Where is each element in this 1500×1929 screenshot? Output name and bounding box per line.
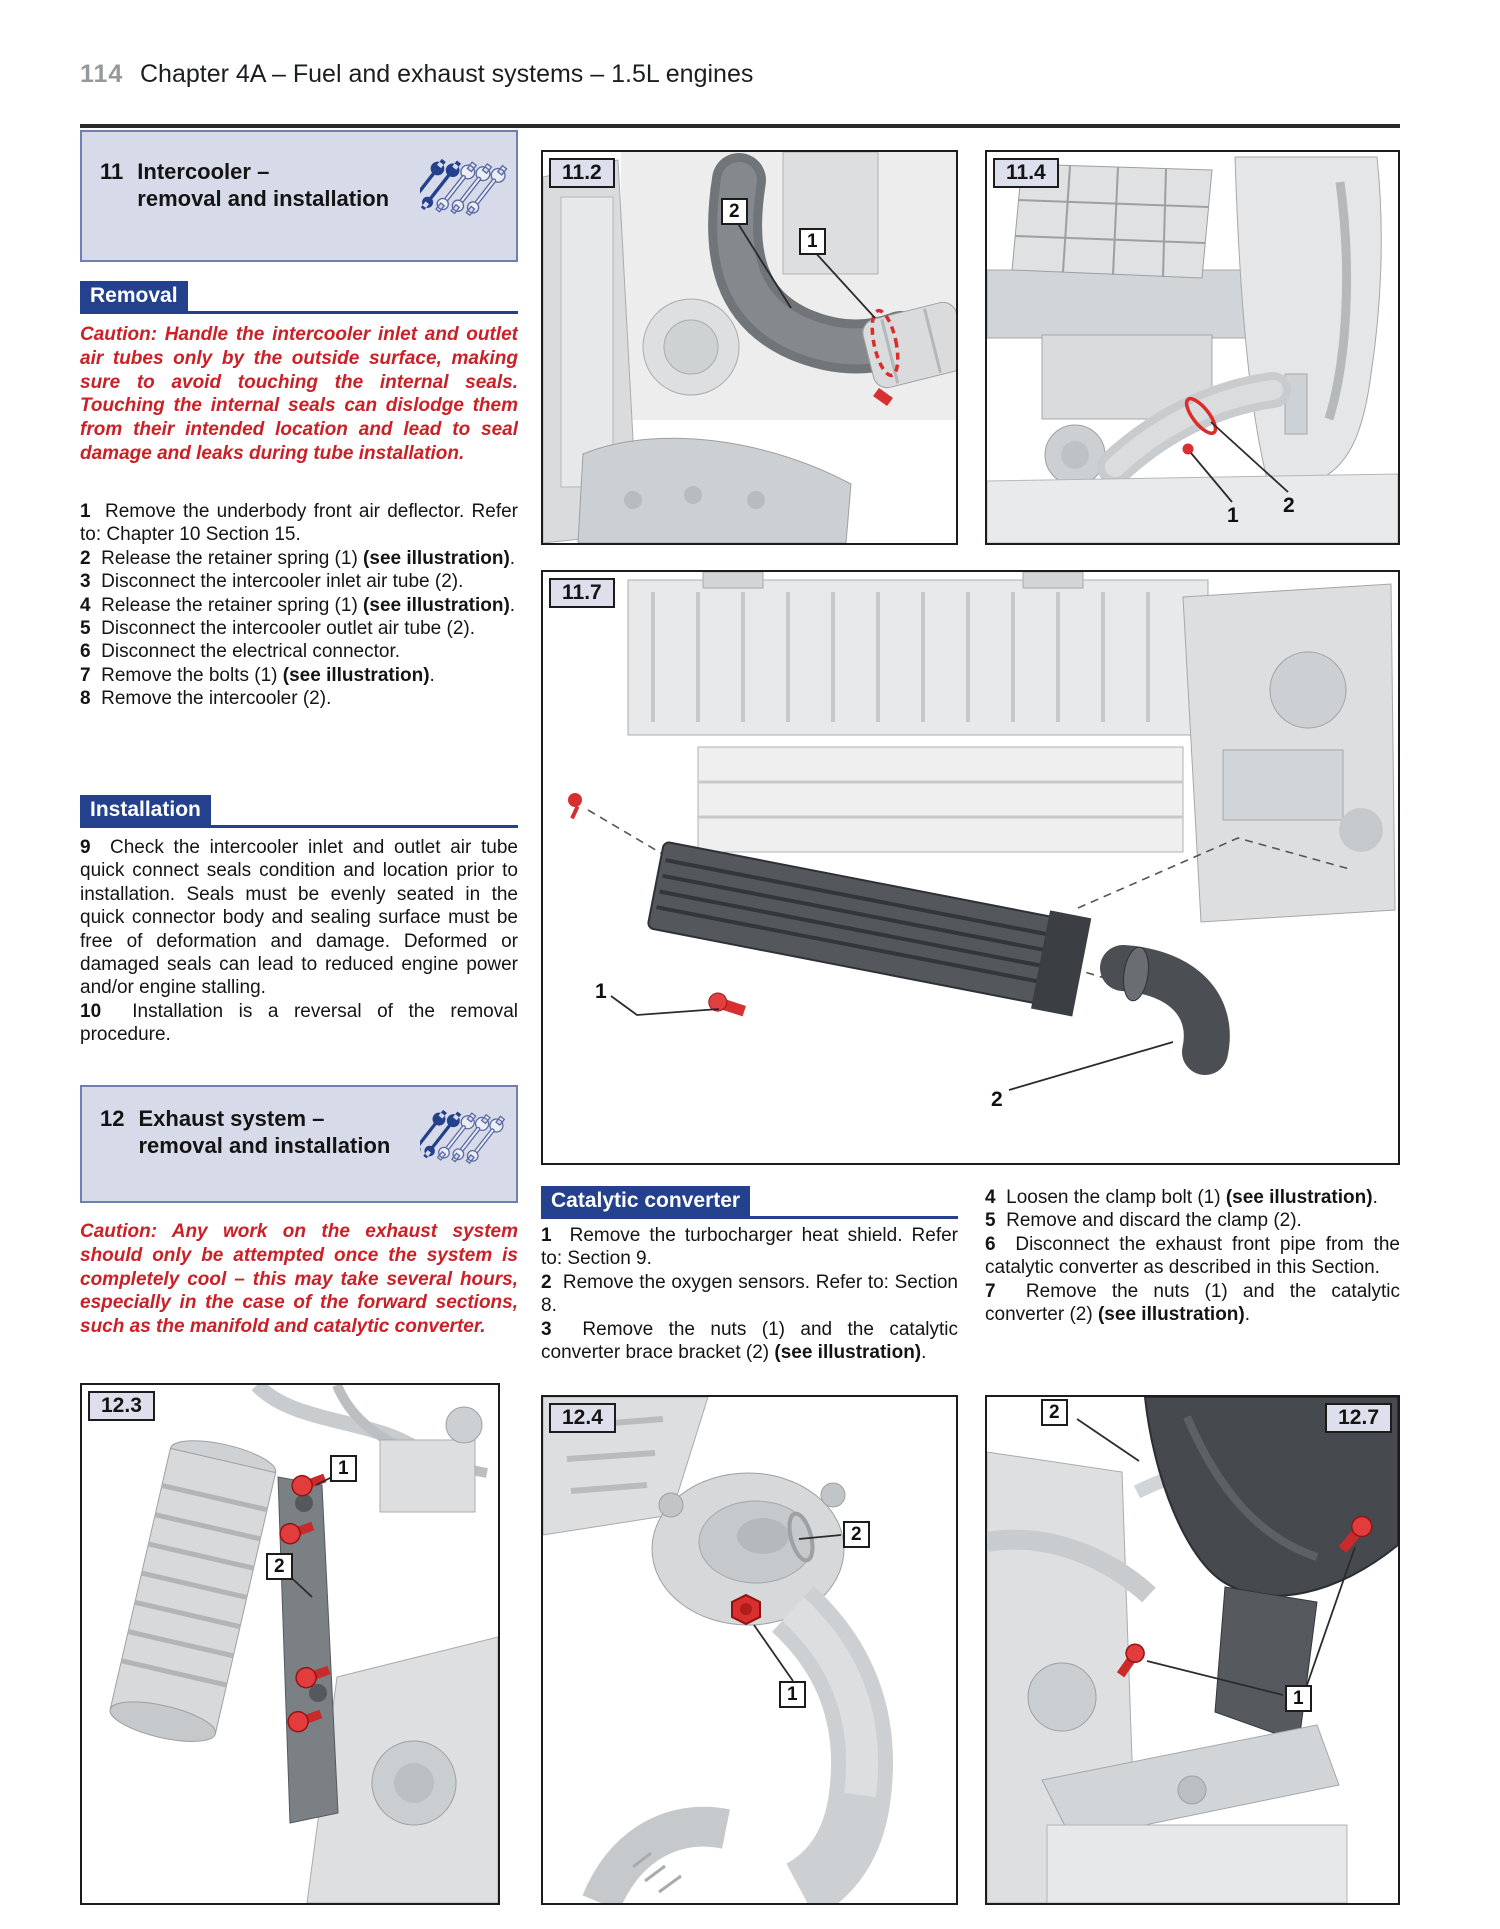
step-10: 10 Installation is a reversal of the rem… <box>80 1000 518 1046</box>
figure-11-2-art <box>543 152 956 543</box>
section-11-header-box: 11 Intercooler – removal and installatio… <box>80 130 518 262</box>
removal-heading-label: Removal <box>80 281 188 311</box>
step-9: 9 Check the intercooler inlet and outlet… <box>80 837 518 999</box>
figure-callout-2: 2 <box>1283 494 1295 517</box>
figure-callout-2: 2 <box>1041 1399 1068 1426</box>
figure-callout-2: 2 <box>721 198 748 225</box>
section-12-header-box: 12 Exhaust system – removal and installa… <box>80 1085 518 1203</box>
step-7: 7 Remove the nuts (1) and the catalytic … <box>985 1280 1400 1326</box>
step-1: 1 Remove the turbocharger heat shield. R… <box>541 1225 958 1270</box>
step-2: 2 Release the retainer spring (1) (see i… <box>80 547 516 569</box>
page-number: 114 <box>80 60 124 88</box>
figure-11-4-art <box>987 152 1398 543</box>
step-4: 4 Loosen the clamp bolt (1) (see illustr… <box>985 1187 1378 1208</box>
step-1: 1 Remove the underbody front air deflect… <box>80 501 518 546</box>
step-4: 4 Release the retainer spring (1) (see i… <box>80 594 516 616</box>
figure-12-4: 12.4 2 1 <box>541 1395 958 1905</box>
figure-12-7-art <box>987 1397 1398 1903</box>
figure-12-3-label: 12.3 <box>88 1391 155 1421</box>
catalytic-converter-heading: Catalytic converter <box>541 1186 958 1219</box>
figure-12-4-label: 12.4 <box>549 1403 616 1433</box>
section-11-title-line2: removal and installation <box>137 186 390 211</box>
figure-11-7: 11.7 <box>541 570 1400 1165</box>
section-11-number: 11 <box>100 159 124 184</box>
section-11-title: Intercooler – removal and installation <box>137 158 389 212</box>
figure-callout-1: 1 <box>779 1681 806 1708</box>
figure-12-3: 12.3 <box>80 1383 500 1905</box>
header-rule <box>80 124 1400 128</box>
step-6: 6 Disconnect the electrical connector. <box>80 641 401 663</box>
wrench-icons <box>420 1107 509 1167</box>
installation-heading-label: Installation <box>80 795 211 825</box>
figure-callout-1: 1 <box>330 1455 357 1482</box>
step-8: 8 Remove the intercooler (2). <box>80 688 332 710</box>
figure-11-7-label: 11.7 <box>549 578 615 608</box>
catalytic-steps-right-column: 4 Loosen the clamp bolt (1) (see illustr… <box>985 1186 1400 1361</box>
section-11-removal-steps: 1 Remove the underbody front air deflect… <box>80 500 518 792</box>
figure-12-3-art <box>82 1385 498 1903</box>
figure-callout-2: 2 <box>266 1553 293 1580</box>
step-7: 7 Remove the bolts (1) (see illustration… <box>80 664 435 686</box>
figure-callout-2: 2 <box>843 1521 870 1548</box>
section-12-caution: Caution: Any work on the exhaust system … <box>80 1221 518 1338</box>
chapter-title: Chapter 4A – Fuel and exhaust systems – … <box>140 60 754 88</box>
removal-heading: Removal <box>80 281 518 314</box>
step-6: 6 Disconnect the exhaust front pipe from… <box>985 1233 1400 1279</box>
figure-callout-1: 1 <box>1285 1685 1312 1712</box>
figure-callout-1: 1 <box>1227 504 1239 527</box>
catalytic-steps-left-column: 1 Remove the turbocharger heat shield. R… <box>541 1224 958 1369</box>
step-2: 2 Remove the oxygen sensors. Refer to: S… <box>541 1271 958 1317</box>
section-12-title: Exhaust system – removal and installatio… <box>138 1105 390 1159</box>
figure-callout-1: 1 <box>799 228 826 255</box>
figure-callout-1: 1 <box>595 980 607 1003</box>
figure-11-4: 11.4 1 2 <box>985 150 1400 545</box>
figure-12-4-art <box>543 1397 956 1903</box>
section-11-installation-steps: 9 Check the intercooler inlet and outlet… <box>80 836 518 1076</box>
wrench-icons <box>420 156 511 219</box>
step-3: 3 Disconnect the intercooler inlet air t… <box>80 571 464 593</box>
step-3: 3 Remove the nuts (1) and the catalytic … <box>541 1318 958 1364</box>
section-11-caution: Caution: Handle the intercooler inlet an… <box>80 324 518 464</box>
section-12-title-line2: removal and installation <box>138 1133 391 1158</box>
installation-heading: Installation <box>80 795 518 828</box>
step-5: 5 Disconnect the intercooler outlet air … <box>80 618 475 640</box>
figure-callout-2: 2 <box>991 1088 1003 1111</box>
section-12-number: 12 <box>100 1106 125 1131</box>
section-12-title-line1: Exhaust system – <box>138 1106 325 1131</box>
figure-11-2: 11.2 2 1 <box>541 150 958 545</box>
section-11-title-line1: Intercooler – <box>137 159 270 184</box>
figure-11-2-label: 11.2 <box>549 158 615 188</box>
figure-11-7-art <box>543 572 1398 1163</box>
figure-12-7: 12.7 2 1 <box>985 1395 1400 1905</box>
step-5: 5 Remove and discard the clamp (2). <box>985 1210 1302 1232</box>
figure-11-4-label: 11.4 <box>993 158 1059 188</box>
figure-12-7-label: 12.7 <box>1325 1403 1392 1433</box>
catalytic-converter-heading-label: Catalytic converter <box>541 1186 751 1216</box>
